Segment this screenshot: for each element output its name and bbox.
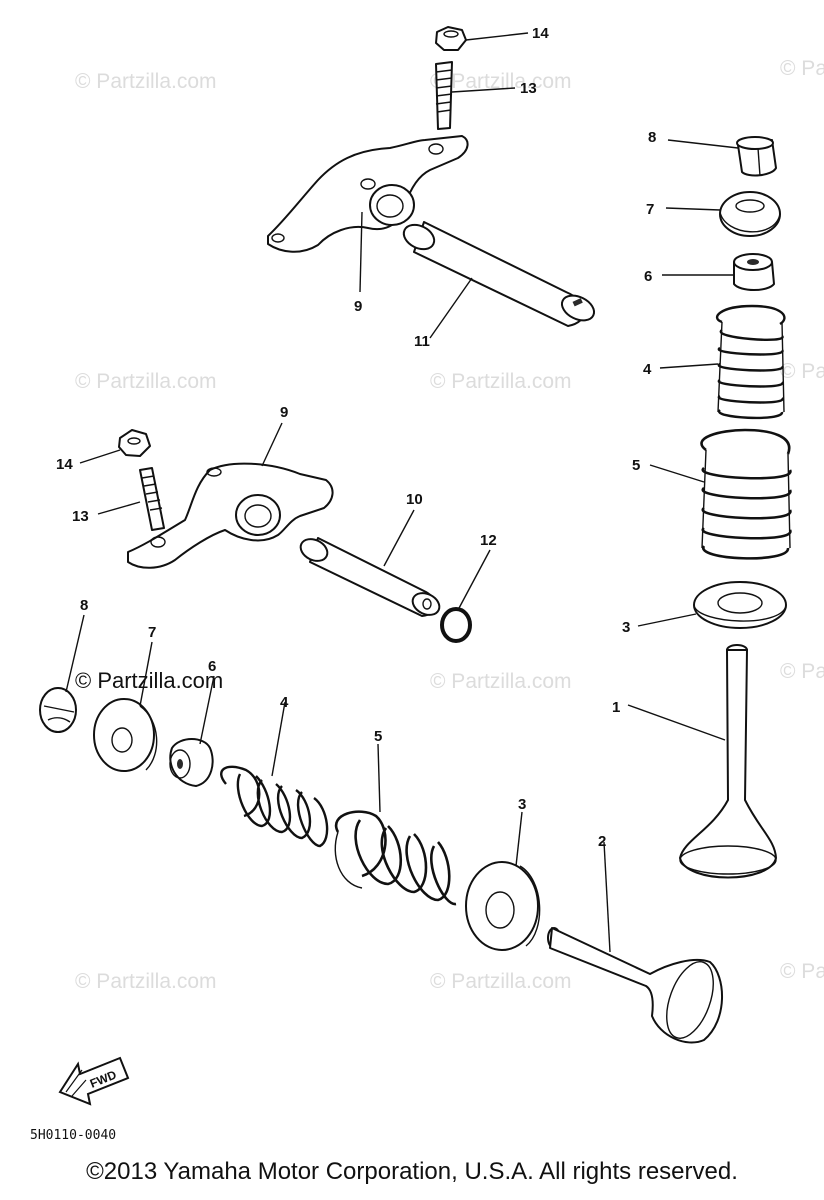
cotter-8-right bbox=[736, 136, 777, 177]
callout-7: 7 bbox=[148, 624, 156, 641]
watermark: © Partzilla.com bbox=[75, 370, 217, 393]
fwd-arrow-icon: FWD bbox=[58, 1056, 130, 1106]
rocker-arm-9-upper bbox=[267, 135, 469, 253]
callout-13: 13 bbox=[72, 508, 89, 525]
callout-14: 14 bbox=[56, 456, 73, 473]
adjust-screw-13-middle bbox=[139, 467, 165, 531]
cotter-8-left bbox=[39, 687, 77, 733]
leader-lines bbox=[65, 32, 739, 953]
rocker-shaft-11 bbox=[402, 221, 596, 327]
callout-4: 4 bbox=[643, 361, 652, 378]
callout-6: 6 bbox=[644, 268, 652, 285]
exploded-diagram: © Partzilla.com © Partzilla.com © Partzi… bbox=[30, 25, 824, 1143]
watermark: © Partzilla.com bbox=[780, 360, 824, 383]
watermark: © Partzilla.com bbox=[780, 960, 824, 983]
adjust-screw-13-upper bbox=[435, 61, 453, 130]
callout-12: 12 bbox=[480, 532, 497, 549]
watermark: © Partzilla.com bbox=[430, 970, 572, 993]
callout-14: 14 bbox=[532, 25, 549, 42]
watermark: © Partzilla.com bbox=[75, 970, 217, 993]
callout-6: 6 bbox=[208, 658, 216, 675]
rocker-shaft-10 bbox=[299, 537, 441, 617]
o-ring-12 bbox=[440, 607, 472, 643]
callout-10: 10 bbox=[406, 491, 423, 508]
oil-seal-6-right bbox=[733, 253, 775, 291]
watermark: © Partzilla.com bbox=[430, 670, 572, 693]
outer-spring-5-right bbox=[700, 428, 792, 560]
callout-9: 9 bbox=[280, 404, 288, 421]
valve-2-intake bbox=[547, 927, 723, 1044]
callout-3: 3 bbox=[518, 796, 526, 813]
watermark: © Partzilla.com bbox=[75, 70, 217, 93]
callout-5: 5 bbox=[374, 728, 382, 745]
callout-3: 3 bbox=[622, 619, 630, 636]
callout-1: 1 bbox=[612, 699, 620, 716]
callout-11: 11 bbox=[414, 333, 430, 350]
callout-7: 7 bbox=[646, 201, 654, 218]
retainer-7-right bbox=[719, 191, 781, 237]
copyright-notice: ©2013 Yamaha Motor Corporation, U.S.A. A… bbox=[86, 1158, 738, 1185]
callout-2: 2 bbox=[598, 833, 606, 850]
rocker-arm-9-middle bbox=[127, 462, 334, 569]
callout-8: 8 bbox=[80, 597, 88, 614]
watermark: © Partzilla.com bbox=[430, 370, 572, 393]
callout-9: 9 bbox=[354, 298, 362, 315]
inner-spring-4-right bbox=[715, 304, 786, 420]
valve-1-exhaust bbox=[679, 644, 777, 879]
retainer-7-left bbox=[93, 698, 158, 772]
nut-14-upper bbox=[435, 26, 467, 51]
spring-seat-3-right bbox=[693, 581, 787, 629]
diagram-code: 5H0110-0040 bbox=[30, 1128, 116, 1143]
inner-spring-4-left bbox=[220, 765, 329, 848]
watermark: © Partzilla.com bbox=[780, 57, 824, 80]
callout-4: 4 bbox=[280, 694, 289, 711]
spring-seat-3-left bbox=[465, 861, 541, 951]
watermark: © Partzilla.com bbox=[430, 70, 572, 93]
nut-14-middle bbox=[118, 429, 151, 457]
callout-13: 13 bbox=[520, 80, 537, 97]
outer-spring-5-left bbox=[334, 810, 457, 906]
callout-8: 8 bbox=[648, 129, 656, 146]
oil-seal-6-left bbox=[169, 738, 214, 787]
watermark: © Partzilla.com bbox=[780, 660, 824, 683]
watermark: © Partzilla.com bbox=[75, 668, 223, 693]
callout-5: 5 bbox=[632, 457, 640, 474]
